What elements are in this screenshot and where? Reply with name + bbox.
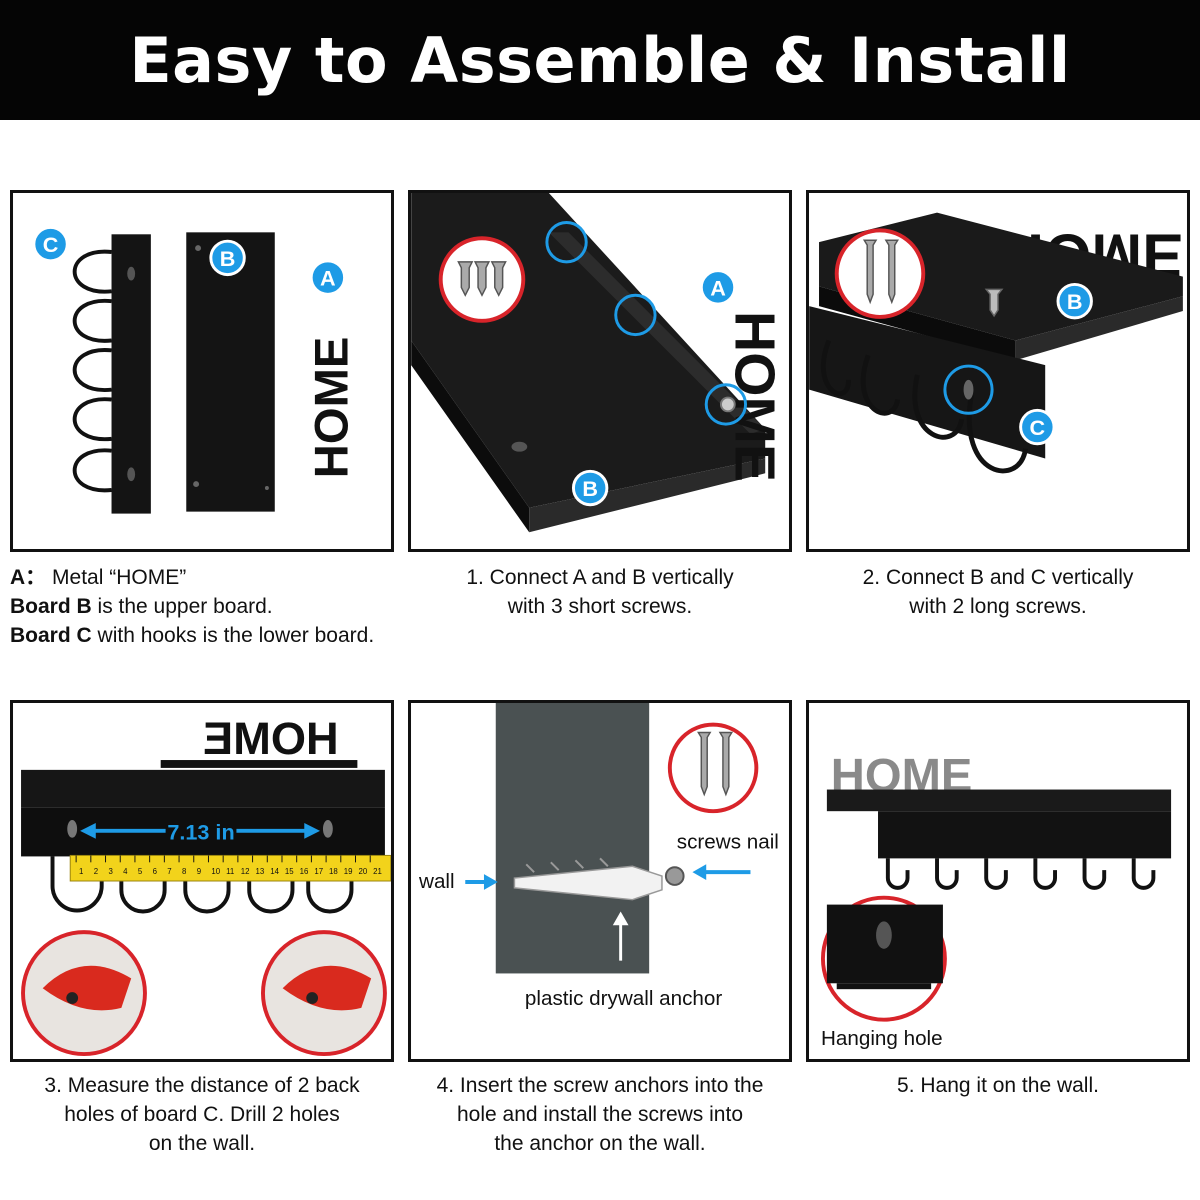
tape-tick-label: 2 xyxy=(94,867,98,876)
caption-step1: 1. Connect A and B vertically with 3 sho… xyxy=(466,566,734,618)
home-letters: HOME xyxy=(723,311,787,482)
screw-hole-highlights xyxy=(545,221,748,426)
tape-tick-label: 17 xyxy=(314,867,323,876)
svg-text:A: A xyxy=(710,275,726,300)
tape-tick-label: 13 xyxy=(256,867,265,876)
marker-c: C xyxy=(32,225,69,263)
page-title: Easy to Assemble & Install xyxy=(129,23,1071,97)
drill-icon xyxy=(282,965,372,1011)
svg-text:B: B xyxy=(582,476,598,501)
panel-step5: HOME Hanging hole xyxy=(806,700,1190,1062)
tape-tick-label: 10 xyxy=(211,867,220,876)
tape-tick-label: 19 xyxy=(344,867,353,876)
tape-tick-label: 8 xyxy=(182,867,187,876)
tape-tick-label: 11 xyxy=(226,867,234,876)
tape-tick-label: 14 xyxy=(270,867,279,876)
screw-callout xyxy=(438,236,526,323)
tape-measure xyxy=(69,854,391,882)
step4-illustration: screws nail wall plastic drywall anchor xyxy=(411,703,789,1059)
anchor-label: plastic drywall anchor xyxy=(525,987,722,1010)
caption-step4: 4. Insert the screw anchors into the hol… xyxy=(436,1074,764,1155)
caption-step3: 3. Measure the distance of 2 back holes … xyxy=(44,1074,360,1155)
svg-text:B: B xyxy=(220,246,236,271)
step5-illustration: HOME Hanging hole xyxy=(809,703,1187,1059)
wall-section xyxy=(495,703,650,974)
hanging-hole-label: Hanging hole xyxy=(821,1027,943,1050)
hooks xyxy=(72,249,112,493)
tape-tick-label: 6 xyxy=(153,867,158,876)
board-b xyxy=(21,769,385,808)
screws-label: screws nail xyxy=(677,831,779,854)
hooks xyxy=(50,856,354,914)
caption-step5: 5. Hang it on the wall. xyxy=(897,1074,1099,1097)
svg-text:C: C xyxy=(1030,415,1046,440)
step1-illustration: HOME A B xyxy=(411,193,789,549)
tape-tick-label: 3 xyxy=(108,867,113,876)
tape-tick-label: 15 xyxy=(285,867,294,876)
short-screws-icon xyxy=(457,261,507,297)
tape-tick-label: 16 xyxy=(300,867,309,876)
drill-callout-left xyxy=(21,930,147,1057)
caption-parts: A： Metal “HOME” Board B is the upper boa… xyxy=(10,566,375,647)
tape-tick-label: 12 xyxy=(241,867,250,876)
marker-a: A xyxy=(309,259,347,296)
tape-tick-label: 20 xyxy=(358,867,367,876)
svg-text:7.13 in: 7.13 in xyxy=(167,820,234,845)
marker-b: B xyxy=(571,469,609,507)
hooks xyxy=(885,858,1156,890)
marker-b: B xyxy=(1056,282,1093,320)
marker-c: C xyxy=(1019,408,1056,446)
screw-callout xyxy=(667,722,759,814)
marker-b: B xyxy=(209,239,246,277)
board-c xyxy=(809,306,1046,459)
home-letters: HOME xyxy=(306,337,359,479)
board-b xyxy=(186,232,275,512)
wall-label: wall xyxy=(418,870,455,893)
panel-parts: HOME C B A xyxy=(10,190,394,552)
home-letters: HOME xyxy=(203,713,339,764)
marker-a: A xyxy=(699,269,737,306)
anchor-arrow xyxy=(612,911,629,961)
board-c xyxy=(111,234,151,514)
tape-tick-label: 1 xyxy=(79,867,83,876)
hanging-hole-icon xyxy=(876,921,892,949)
panel-step4: screws nail wall plastic drywall anchor xyxy=(408,700,792,1062)
distance-arrow: 7.13 in xyxy=(80,818,321,845)
header-banner: Easy to Assemble & Install xyxy=(0,0,1200,120)
tape-tick-label: 7 xyxy=(167,867,171,876)
panel-step1: HOME A B xyxy=(408,190,792,552)
panel-step2: HOME C B xyxy=(806,190,1190,552)
hooks xyxy=(821,339,1028,474)
tape-tick-label: 4 xyxy=(123,867,128,876)
hanging-hole-highlight xyxy=(943,364,994,415)
long-screws-icon xyxy=(697,731,734,797)
drill-icon xyxy=(42,965,132,1011)
screw-icon xyxy=(984,288,1004,318)
board-b xyxy=(826,789,1172,812)
step2-illustration: HOME C B xyxy=(809,193,1187,549)
screw-arrow xyxy=(692,864,751,881)
drill-callout-right xyxy=(261,930,387,1057)
tape-tick-label: 9 xyxy=(197,867,201,876)
screw-callout xyxy=(834,228,926,319)
tape-tick-label: 5 xyxy=(138,867,143,876)
tape-tick-label: 21 xyxy=(373,867,382,876)
hanging-hole-callout xyxy=(820,895,947,1022)
board-c xyxy=(878,811,1172,859)
tape-tick-label: 18 xyxy=(329,867,338,876)
parts-illustration: HOME C B A xyxy=(13,193,391,549)
caption-step2: 2. Connect B and C vertically with 2 lon… xyxy=(862,566,1134,618)
anchor-icon xyxy=(513,857,685,901)
svg-text:C: C xyxy=(43,232,59,257)
svg-text:A: A xyxy=(320,265,336,290)
svg-text:B: B xyxy=(1067,289,1083,314)
long-screws-icon xyxy=(862,239,899,305)
wall-arrow xyxy=(465,874,498,890)
